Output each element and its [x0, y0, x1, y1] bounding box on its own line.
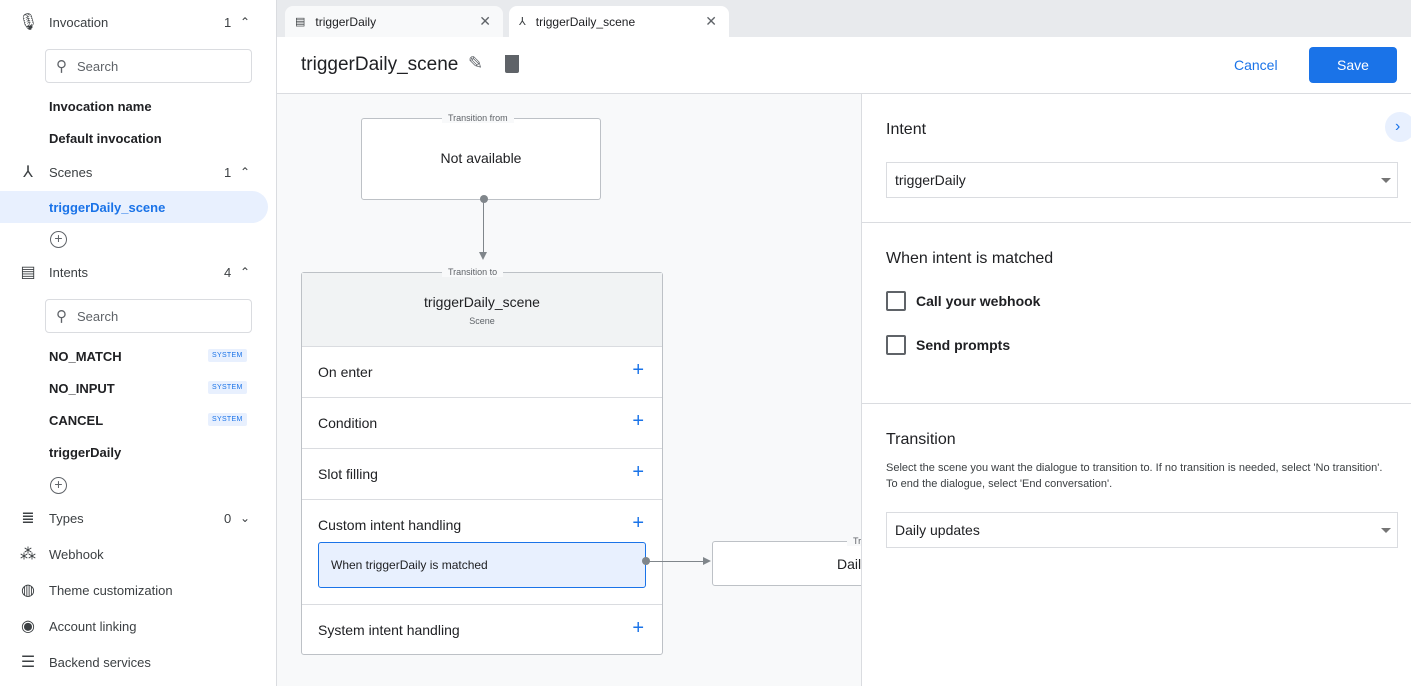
intent-list-icon: ▤ [20, 264, 36, 281]
webhook-icon: ⁂ [20, 546, 36, 563]
intent-select[interactable]: triggerDaily [886, 162, 1398, 198]
sidebar: 🎙 Invocation 1 ⌃ ⚲ Search Invocation nam… [0, 0, 277, 686]
scene-icon: ⅄ [23, 164, 33, 181]
close-tab-icon[interactable]: ✕ [479, 13, 491, 29]
chevron-down-icon[interactable]: ⌄ [240, 511, 251, 525]
tab-bar: ▤ triggerDaily ✕ ⅄ triggerDaily_scene ✕ [277, 0, 1411, 37]
scene-card: Transition to triggerDaily_scene Scene O… [301, 267, 663, 655]
transition-destination-box[interactable]: Tr Dail [712, 536, 861, 586]
invocation-item[interactable]: Invocation name [49, 99, 152, 114]
intent-panel: › Intent triggerDaily When intent is mat… [861, 94, 1411, 686]
section-intents[interactable]: ▤ Intents 4 ⌃ [0, 256, 276, 288]
edit-icon[interactable]: ✎ [468, 53, 484, 73]
row-on-enter[interactable]: On enter+ [302, 346, 662, 397]
add-intent-icon[interactable]: + [50, 477, 67, 494]
row-condition[interactable]: Condition+ [302, 397, 662, 448]
scene-canvas: Transition from Not available Transition… [277, 94, 861, 686]
arrow-head-icon [703, 557, 711, 565]
intents-search-input[interactable]: ⚲ Search [45, 299, 252, 333]
system-badge: SYSTEM [208, 413, 247, 426]
save-button[interactable]: Save [1309, 47, 1397, 83]
cancel-button[interactable]: Cancel [1234, 57, 1278, 73]
scene-item-selected[interactable]: triggerDaily_scene [0, 191, 268, 223]
intent-item[interactable]: triggerDaily [49, 445, 122, 460]
connector-line [646, 561, 706, 562]
scene-name: triggerDaily_scene [424, 294, 540, 310]
call-webhook-checkbox[interactable] [886, 291, 906, 311]
add-icon[interactable]: + [632, 617, 644, 639]
connector-dot [480, 195, 488, 203]
add-icon[interactable]: + [632, 461, 644, 483]
close-tab-icon[interactable]: ✕ [705, 13, 717, 29]
transition-select[interactable]: Daily updates [886, 512, 1398, 548]
scene-card-header: Transition to triggerDaily_scene Scene [302, 267, 662, 346]
divider [862, 222, 1411, 223]
backend-settings-icon: ☰ [20, 654, 36, 671]
nav-theme-customization[interactable]: ◍ Theme customization [0, 574, 276, 606]
collapse-panel-chevron-icon[interactable]: › [1385, 112, 1411, 142]
account-circle-icon: ◉ [21, 618, 35, 635]
delete-icon[interactable] [505, 55, 519, 73]
chevron-up-icon[interactable]: ⌃ [240, 265, 251, 279]
row-custom-intent-handling[interactable]: Custom intent handling+ When triggerDail… [302, 499, 662, 604]
tab-triggerdaily-scene[interactable]: ⅄ triggerDaily_scene ✕ [509, 6, 729, 37]
search-icon: ⚲ [56, 308, 67, 325]
arrow-head-icon [479, 252, 487, 260]
section-types[interactable]: ≣ Types 0 ⌄ [0, 502, 276, 534]
add-icon[interactable]: + [632, 410, 644, 432]
system-badge: SYSTEM [208, 349, 247, 362]
intent-item[interactable]: NO_INPUT [49, 381, 115, 396]
intent-item[interactable]: CANCEL [49, 413, 104, 428]
add-icon[interactable]: + [632, 512, 644, 534]
nav-account-linking[interactable]: ◉ Account linking [0, 610, 276, 642]
divider [862, 403, 1411, 404]
chevron-up-icon[interactable]: ⌃ [240, 165, 251, 179]
tab-triggerdaily[interactable]: ▤ triggerDaily ✕ [285, 6, 503, 37]
add-scene-icon[interactable]: + [50, 231, 67, 248]
invocation-search-input[interactable]: ⚲ Search [45, 49, 252, 83]
dropdown-arrow-icon [1381, 528, 1391, 533]
chevron-up-icon[interactable]: ⌃ [240, 15, 251, 29]
section-invocation[interactable]: 🎙 Invocation 1 ⌃ [18, 14, 251, 31]
send-prompts-checkbox[interactable] [886, 335, 906, 355]
row-system-intent-handling[interactable]: System intent handling+ [302, 604, 662, 655]
scene-icon: ⅄ [519, 16, 526, 28]
invocation-item[interactable]: Default invocation [49, 131, 162, 146]
nav-backend-services[interactable]: ☰ Backend services [0, 646, 276, 678]
page-title: triggerDaily_scene [301, 54, 459, 75]
palette-icon: ◍ [21, 582, 35, 599]
dropdown-arrow-icon [1381, 178, 1391, 183]
add-icon[interactable]: + [632, 359, 644, 381]
section-scenes[interactable]: ⅄ Scenes 1 ⌃ [0, 156, 276, 188]
system-badge: SYSTEM [208, 381, 247, 394]
intent-icon: ▤ [295, 16, 306, 28]
editor-header: triggerDaily_scene ✎ Cancel Save [277, 37, 1411, 94]
intent-item[interactable]: NO_MATCH [49, 349, 122, 364]
types-icon: ≣ [21, 510, 35, 527]
row-slot-filling[interactable]: Slot filling+ [302, 448, 662, 499]
microphone-icon: 🎙 [18, 14, 39, 31]
intent-matched-handler[interactable]: When triggerDaily is matched [318, 542, 646, 588]
transition-from-box: Transition from Not available [361, 113, 601, 200]
connector-line [483, 199, 484, 256]
search-icon: ⚲ [56, 58, 67, 75]
nav-webhook[interactable]: ⁂ Webhook [20, 546, 104, 563]
